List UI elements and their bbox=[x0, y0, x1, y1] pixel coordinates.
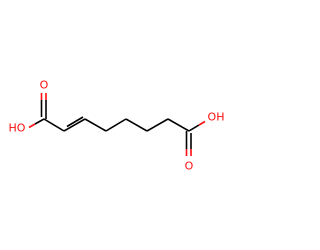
bond-c1-oh bbox=[34, 118, 45, 125]
bond-c3-c4 bbox=[84, 118, 107, 132]
bond-c1-oh-red bbox=[28, 123, 36, 129]
bond-c8-oh bbox=[188, 124, 200, 132]
left-hydroxyl-label: HO bbox=[9, 122, 26, 135]
bond-c1-c2 bbox=[43, 118, 65, 132]
left-carbonyl-oxygen-label: O bbox=[40, 79, 49, 92]
right-hydroxyl-label: OH bbox=[208, 111, 225, 124]
bond-c5-c6 bbox=[125, 118, 148, 132]
carbon-chain bbox=[43, 116, 190, 132]
bond-c6-c7 bbox=[146, 118, 169, 132]
left-carboxyl-group: O HO bbox=[9, 79, 49, 135]
bond-c8-oh-red bbox=[198, 120, 206, 126]
right-carboxyl-group: O OH bbox=[185, 111, 225, 173]
bond-c4-c5 bbox=[105, 118, 127, 132]
bond-c2-c3-inner bbox=[66, 116, 84, 128]
bond-c2-c3 bbox=[63, 118, 86, 132]
bond-c7-c8 bbox=[167, 118, 190, 132]
structural-formula: O HO O OH bbox=[9, 79, 225, 173]
right-carbonyl-oxygen-label: O bbox=[185, 160, 194, 173]
